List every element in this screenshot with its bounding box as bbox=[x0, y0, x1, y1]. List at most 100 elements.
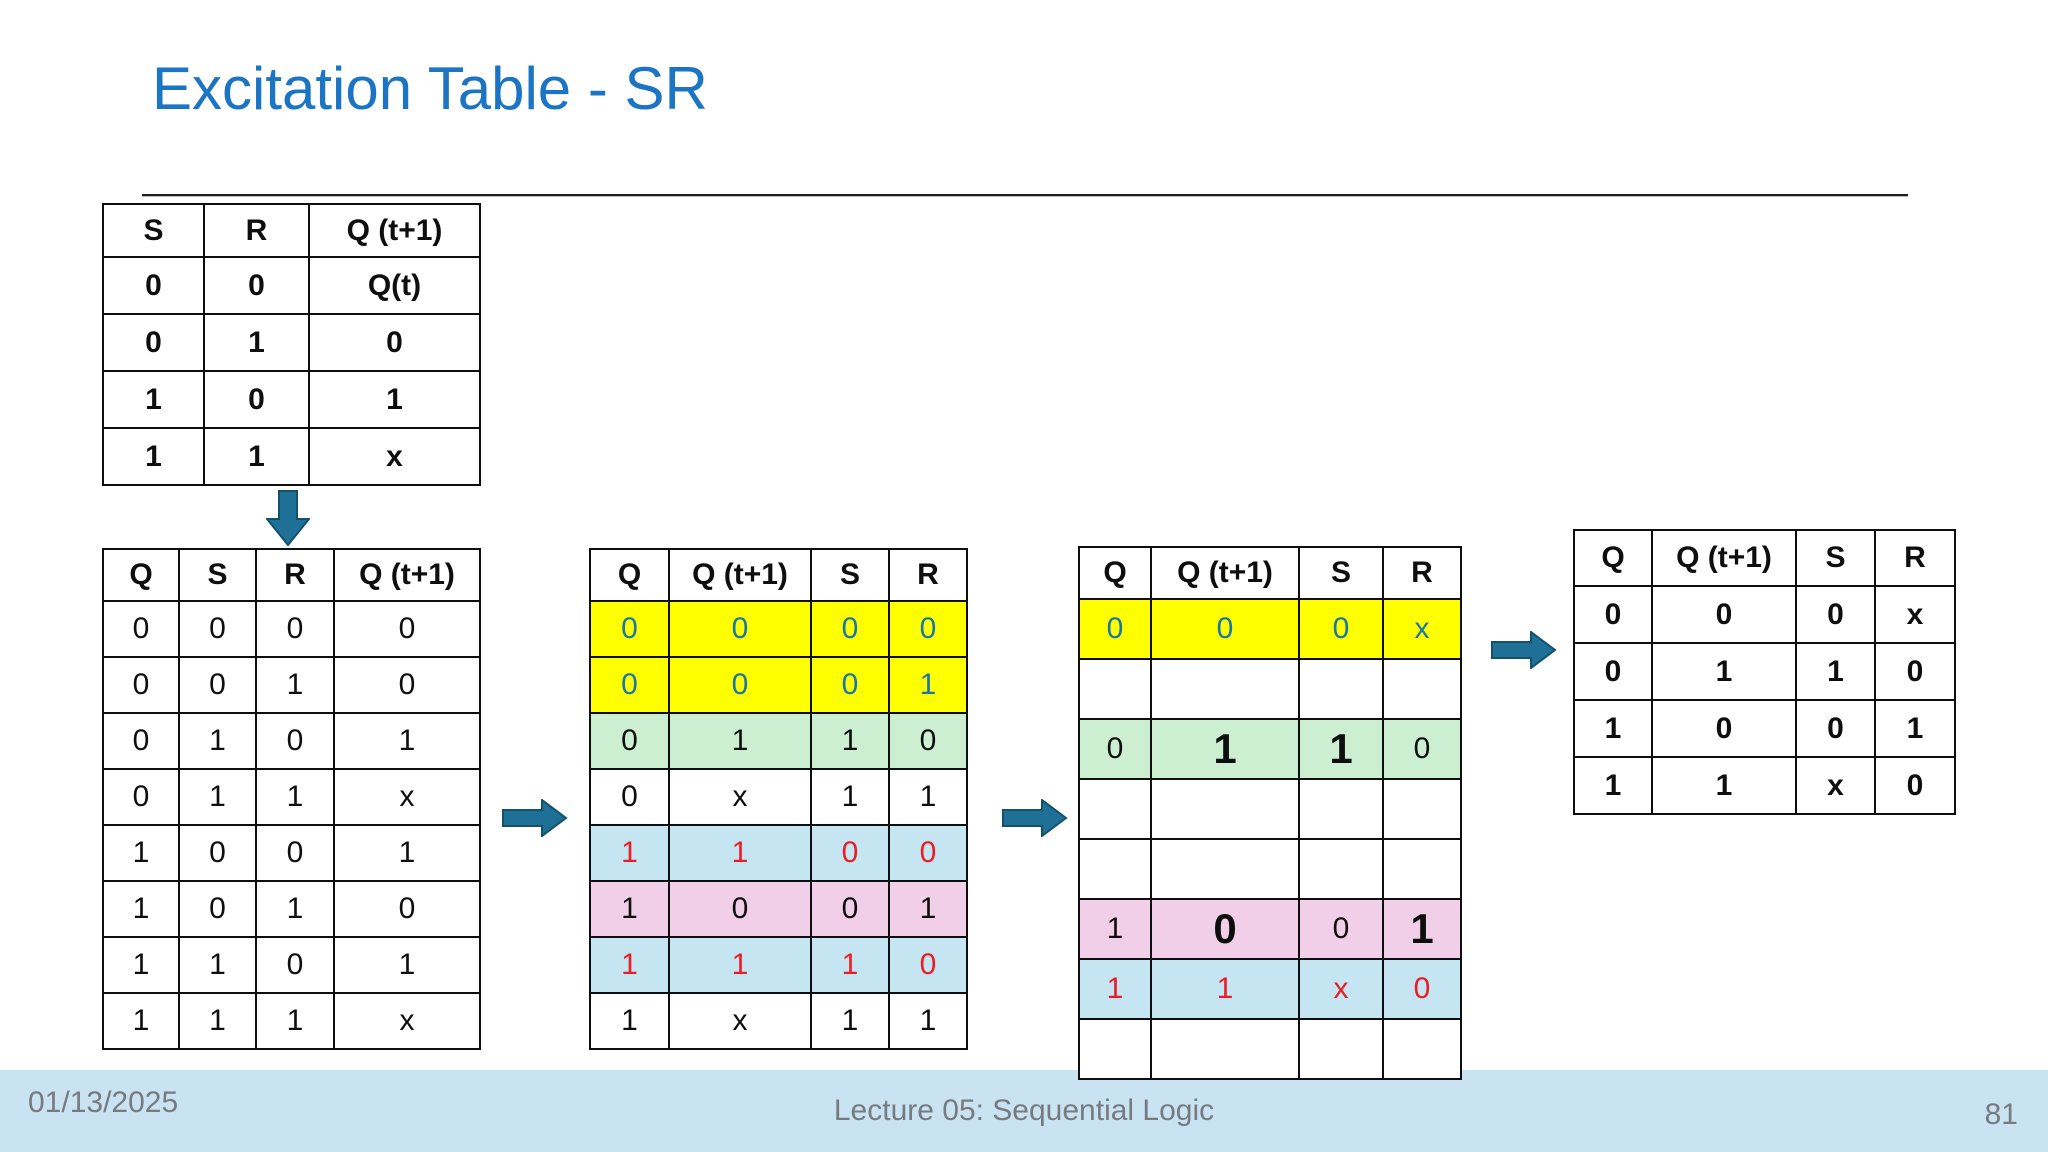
table-cell bbox=[1150, 838, 1300, 900]
table-cell bbox=[1078, 778, 1152, 840]
table-cell bbox=[1150, 1018, 1300, 1080]
table-cell: 1 bbox=[888, 656, 968, 714]
table-cell: 1 bbox=[102, 824, 180, 882]
table-cell: 1 bbox=[178, 936, 257, 994]
table-cell bbox=[1078, 1018, 1152, 1080]
table-cell: 0 bbox=[1382, 718, 1462, 780]
table-cell: 0 bbox=[333, 600, 481, 658]
column-header: Q (t+1) bbox=[308, 203, 481, 258]
table-cell: 1 bbox=[589, 992, 670, 1050]
table-cell: 0 bbox=[308, 313, 481, 372]
arrow-right-icon bbox=[502, 799, 568, 837]
table-cell: 1 bbox=[203, 313, 310, 372]
table-cell: 0 bbox=[102, 768, 180, 826]
table-cell: 1 bbox=[255, 992, 335, 1050]
table-cell: 0 bbox=[589, 656, 670, 714]
table-cell: 0 bbox=[888, 712, 968, 770]
table-cell: 1 bbox=[308, 370, 481, 429]
table-cell bbox=[1078, 658, 1152, 720]
table-cell: 1 bbox=[102, 427, 205, 486]
table-cell: 0 bbox=[1298, 598, 1384, 660]
table-cell: 0 bbox=[1150, 898, 1300, 960]
table-cell: Q(t) bbox=[308, 256, 481, 315]
table-cell: 1 bbox=[102, 370, 205, 429]
table-cell: 0 bbox=[888, 824, 968, 882]
table-cell: 0 bbox=[668, 880, 812, 938]
table-cell: 0 bbox=[589, 768, 670, 826]
arrow-down-icon bbox=[266, 490, 310, 546]
table-cell: 0 bbox=[1651, 699, 1797, 758]
table-cell: 1 bbox=[255, 880, 335, 938]
table-cell: 1 bbox=[668, 712, 812, 770]
table-cell: 1 bbox=[1874, 699, 1956, 758]
table-cell: x bbox=[1795, 756, 1876, 815]
table-cell: 1 bbox=[1651, 642, 1797, 701]
table-row bbox=[1078, 1018, 1462, 1080]
table-cell: 0 bbox=[333, 656, 481, 714]
table-cell: x bbox=[1382, 598, 1462, 660]
column-header: S bbox=[102, 203, 205, 258]
column-header: S bbox=[810, 548, 890, 602]
table-cell: 0 bbox=[888, 936, 968, 994]
column-header: R bbox=[888, 548, 968, 602]
column-header: S bbox=[1298, 546, 1384, 600]
table-cell: 1 bbox=[102, 992, 180, 1050]
column-header: Q (t+1) bbox=[1150, 546, 1300, 600]
column-header: Q bbox=[1078, 546, 1152, 600]
table-cell bbox=[1150, 778, 1300, 840]
table-cell: 1 bbox=[178, 992, 257, 1050]
table-cell: 0 bbox=[888, 600, 968, 658]
column-header: R bbox=[255, 548, 335, 602]
table-cell: 1 bbox=[203, 427, 310, 486]
table-cell: x bbox=[1874, 585, 1956, 644]
table-cell: 1 bbox=[810, 768, 890, 826]
table-cell: 1 bbox=[333, 824, 481, 882]
table-cell: 0 bbox=[1298, 898, 1384, 960]
table-cell: 1 bbox=[589, 824, 670, 882]
table-cell: 1 bbox=[668, 936, 812, 994]
table-cell bbox=[1298, 1018, 1384, 1080]
table-cell: 0 bbox=[1874, 756, 1956, 815]
table-cell: 0 bbox=[102, 712, 180, 770]
table-cell: 1 bbox=[1078, 898, 1152, 960]
table-cell: 0 bbox=[203, 370, 310, 429]
table-cell: 0 bbox=[1651, 585, 1797, 644]
table-cell: 0 bbox=[178, 600, 257, 658]
footer-lecture-title: Lecture 05: Sequential Logic bbox=[833, 1094, 1215, 1127]
table-cell: 0 bbox=[668, 600, 812, 658]
table-row bbox=[1078, 658, 1462, 720]
table-cell: 1 bbox=[1573, 756, 1653, 815]
table-cell: 1 bbox=[668, 824, 812, 882]
table-cell: 0 bbox=[178, 824, 257, 882]
table-cell: x bbox=[668, 768, 812, 826]
table-cell: 1 bbox=[589, 936, 670, 994]
table-cell bbox=[1150, 658, 1300, 720]
table-cell: 0 bbox=[589, 712, 670, 770]
table-cell: 1 bbox=[255, 768, 335, 826]
table-cell: 1 bbox=[589, 880, 670, 938]
table-cell: 1 bbox=[102, 880, 180, 938]
footer-bar: 01/13/2025 Lecture 05: Sequential Logic … bbox=[0, 1070, 2048, 1152]
table-cell bbox=[1382, 778, 1462, 840]
